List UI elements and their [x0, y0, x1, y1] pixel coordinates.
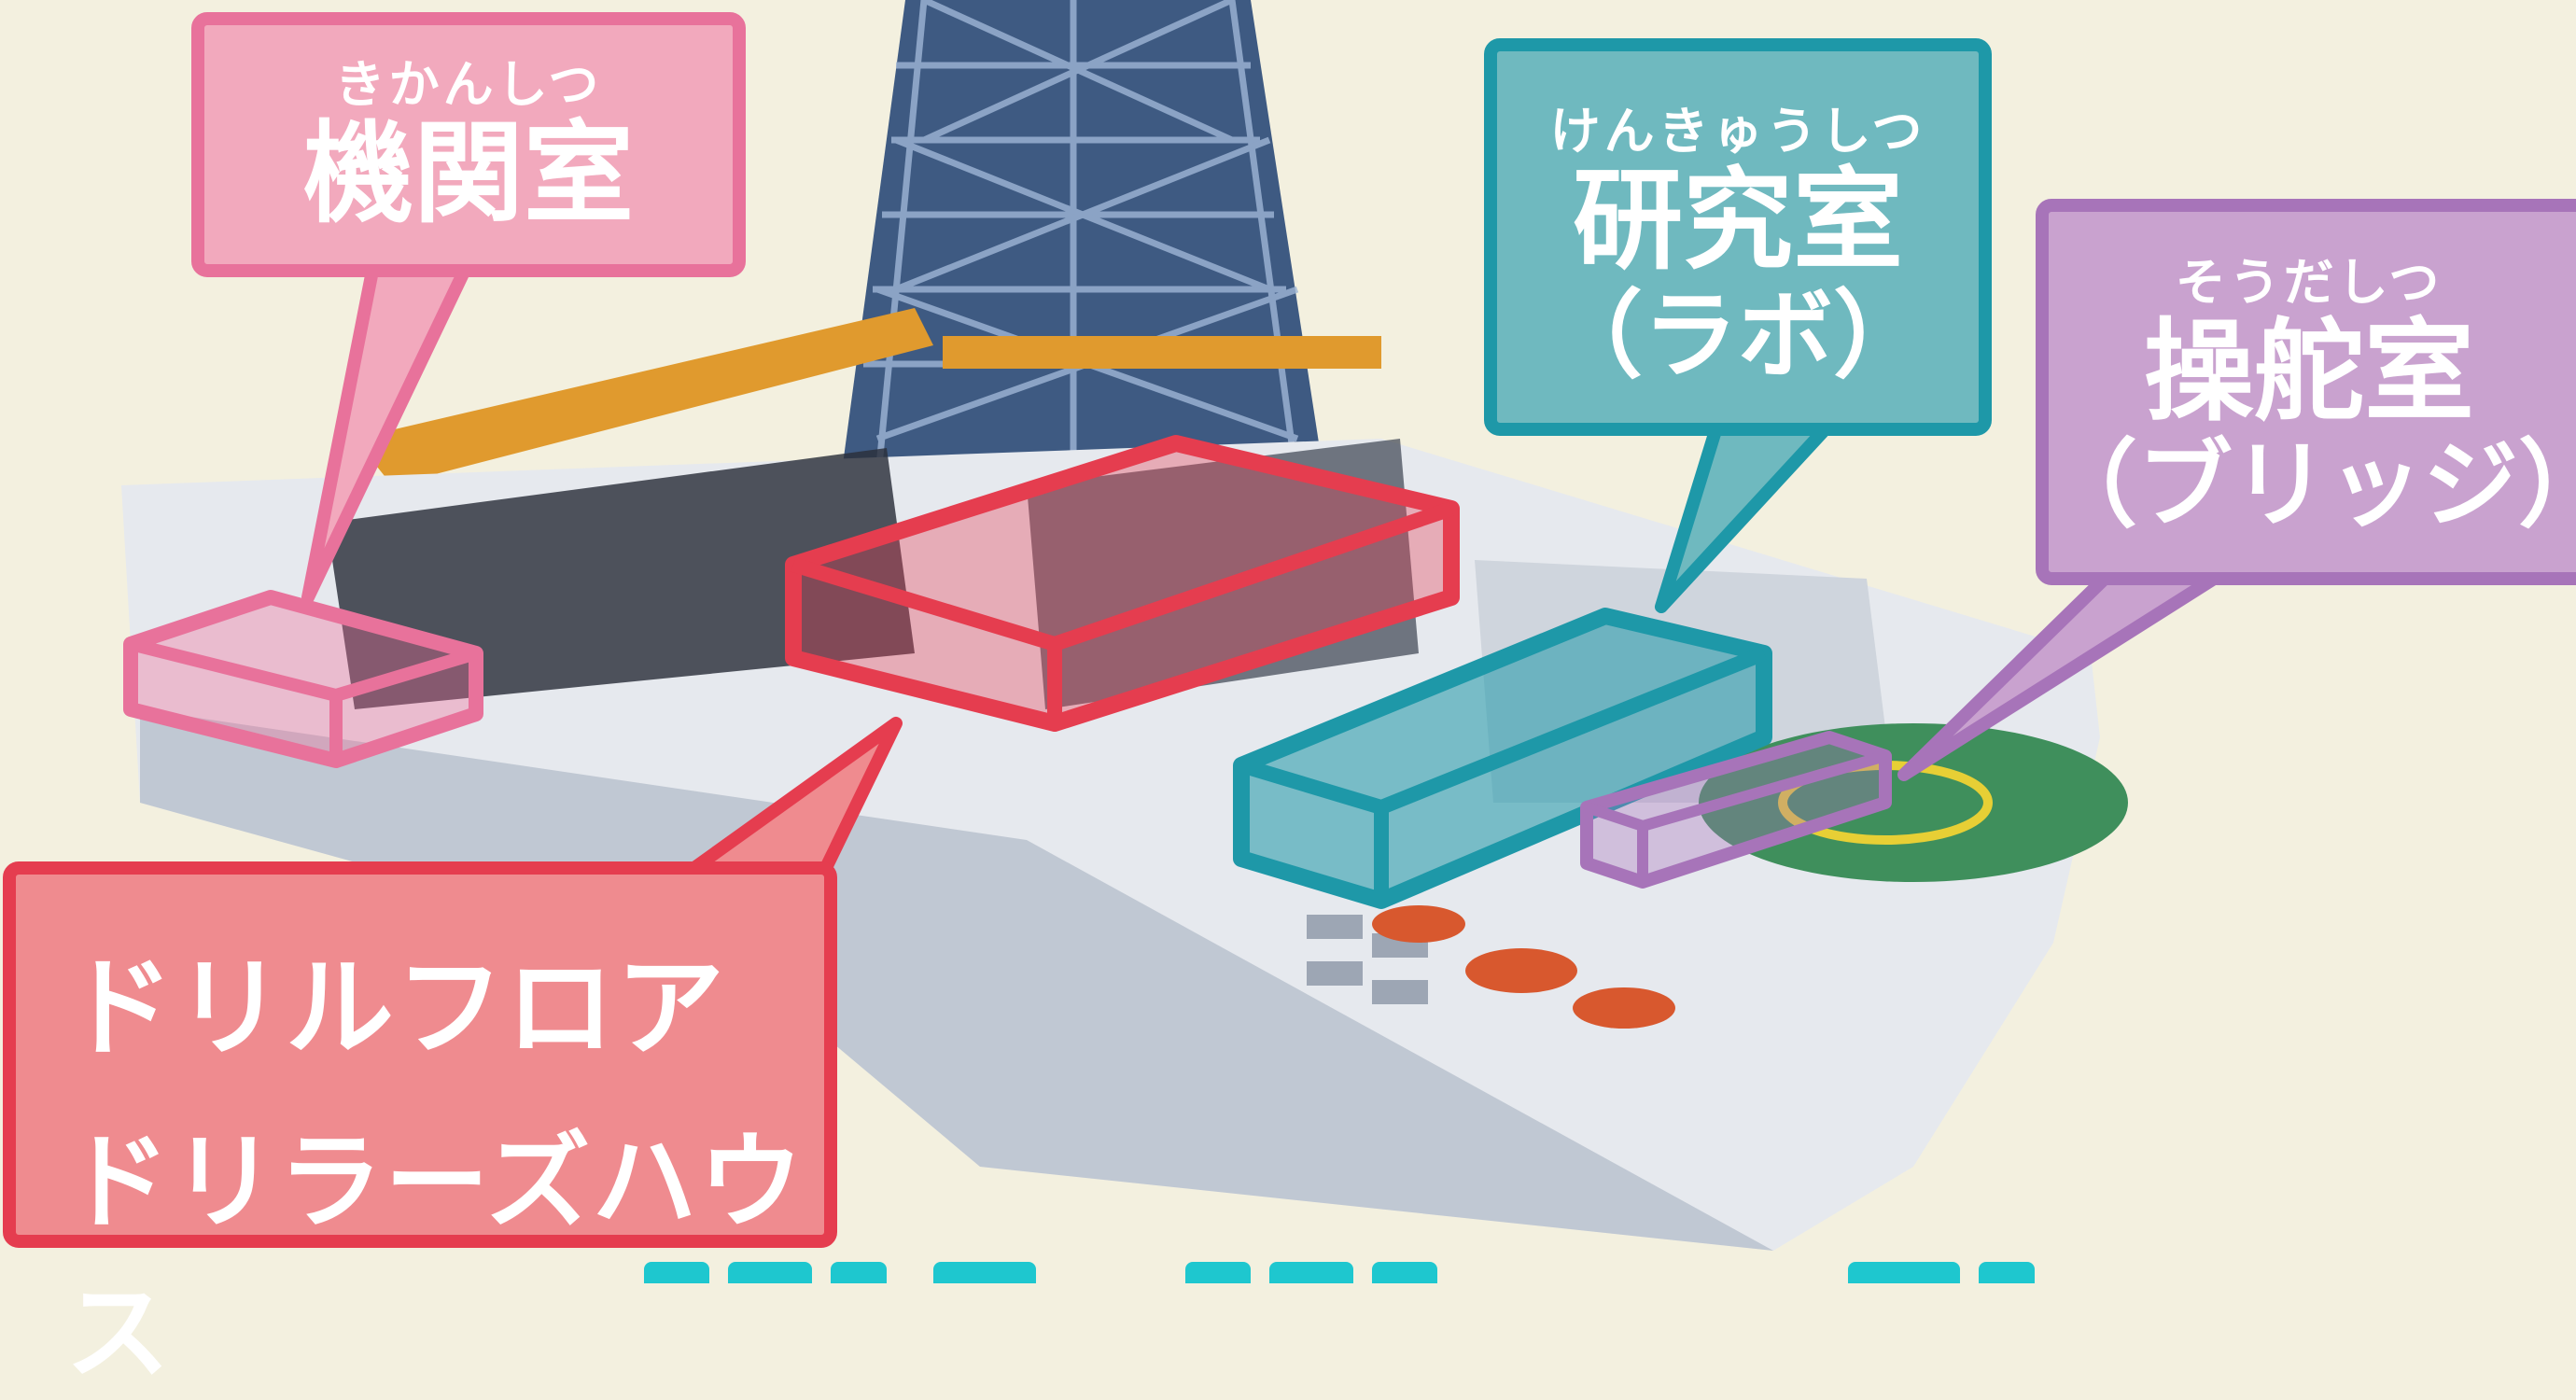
lab-sublabel: （ラボ） — [1547, 280, 1928, 392]
lab-highlight — [1233, 608, 1772, 909]
lifeboats — [1372, 905, 1675, 1029]
engine-room-label: 機関室 — [302, 109, 634, 238]
lab-callout: けんきゅうしつ 研究室 （ラボ） — [1491, 45, 1985, 429]
bridge-callout-shape — [1897, 199, 2576, 781]
drill-floor-callout-shape — [3, 717, 903, 1248]
lab-callout-shape — [1484, 38, 1992, 613]
drill-floor-label: ドリルフロア — [65, 945, 726, 1071]
engine-room-callout-shape — [191, 12, 746, 604]
lab-ruby: けんきゅうしつ — [1549, 102, 1926, 161]
engine-room-highlight — [123, 590, 483, 768]
drill-floor-callout: ドリルフロア ドリラーズハウス — [9, 868, 831, 1394]
drillers-house-label: ドリラーズハウス — [65, 1122, 805, 1394]
derrick-tower — [840, 0, 1325, 486]
lab-label: 研究室 — [1572, 156, 1903, 285]
drill-floor-highlight — [785, 435, 1460, 732]
bottom-banner — [644, 1262, 2035, 1283]
bridge-highlight — [1580, 731, 1892, 889]
drillship-illustration — [3, 0, 2576, 1283]
bridge-callout: そうだしつ 操舵室 （ブリッジ） — [2042, 205, 2576, 579]
bridge-sublabel: （ブリッジ） — [2042, 429, 2576, 541]
bridge-label: 操舵室 — [2143, 307, 2474, 436]
engine-room-ruby: きかんしつ — [334, 55, 603, 114]
ship-diagram: きかんしつ 機関室 けんきゅうしつ 研究室 （ラボ） そうだしつ 操舵室 （ブリ… — [3, 0, 2576, 1394]
engine-room-callout: きかんしつ 機関室 — [198, 19, 739, 271]
bridge-ruby: そうだしつ — [2175, 253, 2443, 312]
